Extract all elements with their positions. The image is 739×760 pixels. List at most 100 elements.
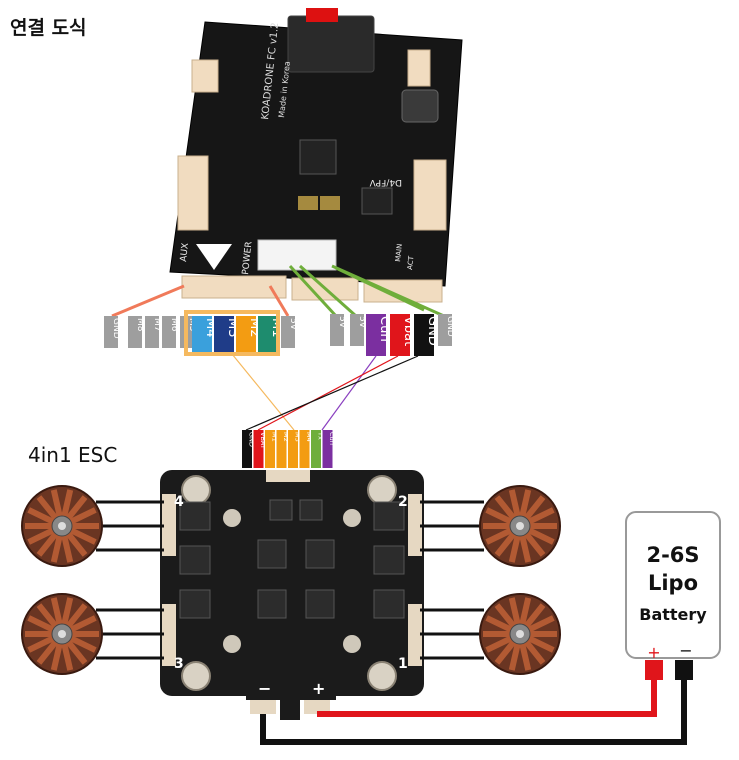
fc-pin-label: GND xyxy=(445,316,455,337)
esc-corner-1: 1 xyxy=(398,656,408,672)
fc-pin-box xyxy=(438,314,452,346)
motor-winding xyxy=(65,531,88,557)
battery-line1: 2-6S xyxy=(646,543,699,567)
battery-wire-positive xyxy=(317,676,657,717)
fc-pin-box xyxy=(236,316,256,352)
motor-winding xyxy=(50,643,63,671)
fc-connector-right-top xyxy=(407,49,431,87)
fc-pin-box xyxy=(258,316,278,352)
motor-winding xyxy=(485,635,513,653)
fc-right-pin-labels: 5V 5V Curr Vbat GND GND xyxy=(330,314,455,356)
motor-winding xyxy=(61,535,74,563)
fc-pin-box xyxy=(281,316,295,348)
diagram-title: 연결 도식 xyxy=(10,17,87,39)
fc-pin-label: M6 xyxy=(169,318,179,332)
wire-gnd-signal xyxy=(245,355,419,431)
motor-winding xyxy=(61,643,74,671)
esc-pin-label: M2 xyxy=(282,432,290,442)
fc-main-label: MAIN xyxy=(394,243,404,262)
esc-pin-box xyxy=(322,430,333,468)
esc-mosfet xyxy=(299,499,323,521)
esc-corner-3: 3 xyxy=(174,656,184,672)
motor-3 xyxy=(479,485,561,567)
motor-winding xyxy=(508,597,521,625)
esc-mount-hole xyxy=(343,509,361,527)
esc-title: 4in1 ESC xyxy=(28,443,117,467)
esc-pin-label: M3 xyxy=(294,432,302,442)
esc-mcu xyxy=(305,589,335,619)
motor-4 xyxy=(479,593,561,675)
fc-component xyxy=(361,187,393,215)
fc-right-pin-3: Vbat xyxy=(390,314,416,356)
fc-right-pin-4: GND xyxy=(414,314,440,356)
fc-pin-2: M7 xyxy=(145,316,162,348)
esc-pin-box xyxy=(253,430,264,468)
motor-shaft-cap xyxy=(516,630,524,638)
esc-mosfet xyxy=(179,545,211,575)
esc-pin-6: Tx xyxy=(311,430,325,468)
wire-fc-gnd xyxy=(335,266,425,312)
fc-pin-8: M1 xyxy=(258,316,284,352)
motor-1 xyxy=(21,485,103,567)
fc-pin-label: 5V xyxy=(357,316,367,329)
esc-pin-label: M1 xyxy=(271,432,279,442)
motor-winding xyxy=(27,527,55,545)
fc-pin-label: Curr xyxy=(377,316,392,344)
fc-pin-box xyxy=(214,316,234,352)
motor-winding xyxy=(508,489,521,517)
esc-corner-2: 2 xyxy=(398,494,408,510)
esc-mount-hole xyxy=(223,509,241,527)
motor-winding xyxy=(50,597,63,625)
motor-winding xyxy=(494,603,517,629)
esc-pin-box xyxy=(242,430,252,468)
esc-pin-5: M4 xyxy=(299,430,313,468)
motor-winding xyxy=(69,527,97,545)
fc-pin-label: GND xyxy=(425,316,440,346)
motor-winding xyxy=(485,615,513,633)
fc-right-pin-1: 5V xyxy=(350,314,367,346)
esc-pin-box xyxy=(265,430,275,468)
battery-line2: Lipo xyxy=(648,571,698,595)
motor-winding xyxy=(69,615,97,633)
motor-winding xyxy=(50,489,63,517)
motor-winding xyxy=(523,495,546,521)
esc-board: 4 2 3 1 − + xyxy=(160,470,424,720)
motor-winding xyxy=(519,489,532,517)
fc-pin-box xyxy=(390,314,410,356)
esc-pin-box xyxy=(276,430,287,468)
esc-mount-hole xyxy=(223,635,241,653)
fc-pin-label: GND xyxy=(111,318,121,339)
motors xyxy=(21,485,561,675)
fc-act-label: ACT xyxy=(406,255,415,270)
wire-vbat-signal xyxy=(257,355,399,431)
esc-motor-pads-left-bottom xyxy=(162,604,176,666)
motor-winding xyxy=(523,603,546,629)
battery-lead-negative xyxy=(675,660,693,680)
motor-wires xyxy=(96,500,484,660)
fc-pin-box xyxy=(414,314,434,356)
esc-mount-hole xyxy=(367,661,397,691)
fc-connector-left-top xyxy=(191,59,219,93)
fc-right-pin-2: Curr xyxy=(366,314,392,356)
esc-mosfet xyxy=(179,589,211,619)
esc-minus-sign: − xyxy=(258,679,271,698)
fc-red-connector xyxy=(306,8,338,22)
battery-wire-negative xyxy=(260,676,687,745)
battery-minus: − xyxy=(679,641,692,660)
fc-pin-0: GND xyxy=(104,316,121,348)
motor-shaft-cap xyxy=(58,522,66,530)
fc-pin-label: 5V xyxy=(337,316,347,329)
esc-pin-label: Tx xyxy=(317,431,325,440)
fc-right-pin-5: GND xyxy=(438,314,455,346)
fc-pin-1: M8 xyxy=(128,316,145,348)
esc-pin-label: Curr xyxy=(328,432,336,446)
motor-winding xyxy=(61,597,74,625)
fc-pin-label: Vbat xyxy=(401,316,416,346)
motor-winding xyxy=(527,527,555,545)
motor-winding xyxy=(485,527,513,545)
fc-left-pin-labels: GNDM8M7M6M5M4M3M2M15V xyxy=(104,316,298,352)
esc-power-tab xyxy=(246,690,336,720)
motor-winding xyxy=(36,639,59,665)
esc-mcu xyxy=(305,539,335,569)
